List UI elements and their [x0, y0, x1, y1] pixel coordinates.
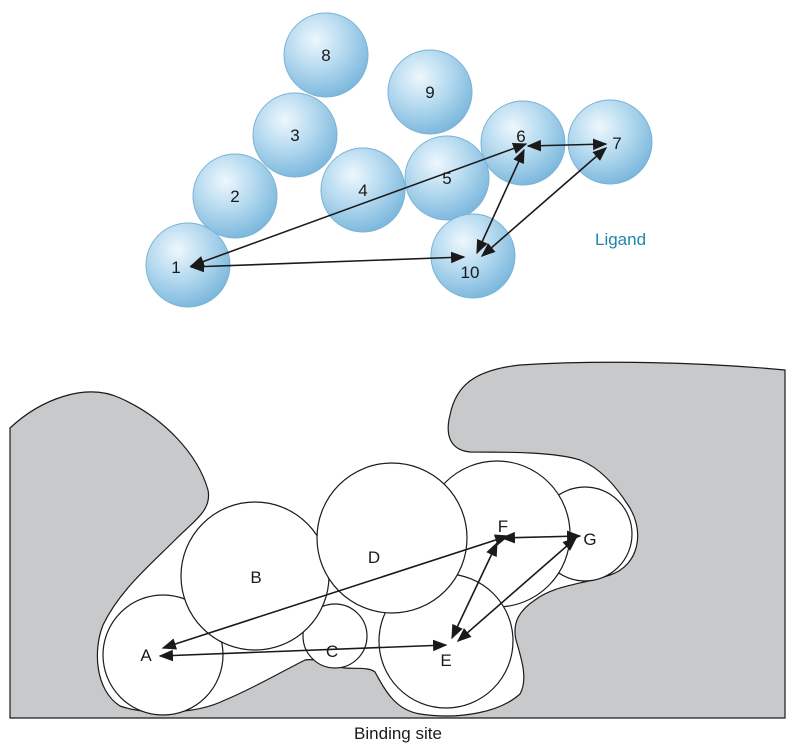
site-labels: A B C D E F G [140, 517, 596, 670]
binding-site-caption: Binding site [354, 724, 442, 743]
ligand-group: 8 9 3 2 4 5 6 7 1 10 Ligand [145, 12, 653, 308]
atom-label-5: 5 [442, 169, 451, 188]
atom-label-9: 9 [425, 83, 434, 102]
site-label-E: E [440, 651, 451, 670]
atom-label-2: 2 [230, 187, 239, 206]
arrow-1-6 [189, 143, 528, 267]
atom-label-10: 10 [461, 263, 480, 282]
arrow-A-E [158, 639, 448, 662]
arrow-1-10 [189, 251, 466, 273]
ligand-spheres [145, 12, 653, 308]
ligand-sphere-9 [387, 49, 473, 135]
ligand-caption: Ligand [595, 230, 646, 249]
atom-label-4: 4 [358, 181, 367, 200]
arrow-A-F [161, 534, 510, 650]
site-label-G: G [583, 530, 596, 549]
site-label-D: D [368, 548, 380, 567]
site-label-B: B [250, 568, 261, 587]
site-distance-arrows [158, 530, 582, 662]
atom-label-1: 1 [171, 258, 180, 277]
ligand-sphere-1 [145, 222, 231, 308]
atom-label-3: 3 [290, 126, 299, 145]
site-label-A: A [140, 646, 152, 665]
ligand-sphere-10 [430, 213, 516, 299]
arrow-G-E [456, 537, 578, 642]
ligand-distance-arrows [189, 138, 608, 273]
atom-label-8: 8 [321, 46, 330, 65]
binding-site-group: A B C D E F G Binding site [9, 361, 786, 743]
ligand-labels: 8 9 3 2 4 5 6 7 1 10 [171, 46, 621, 282]
ligand-sphere-7 [567, 99, 653, 185]
site-label-F: F [498, 517, 508, 536]
atom-label-7: 7 [612, 134, 621, 153]
arrow-6-7 [526, 138, 608, 152]
site-label-C: C [326, 642, 338, 661]
ligand-sphere-8 [283, 12, 369, 98]
atom-label-6: 6 [516, 127, 525, 146]
arrow-7-10 [480, 147, 608, 257]
